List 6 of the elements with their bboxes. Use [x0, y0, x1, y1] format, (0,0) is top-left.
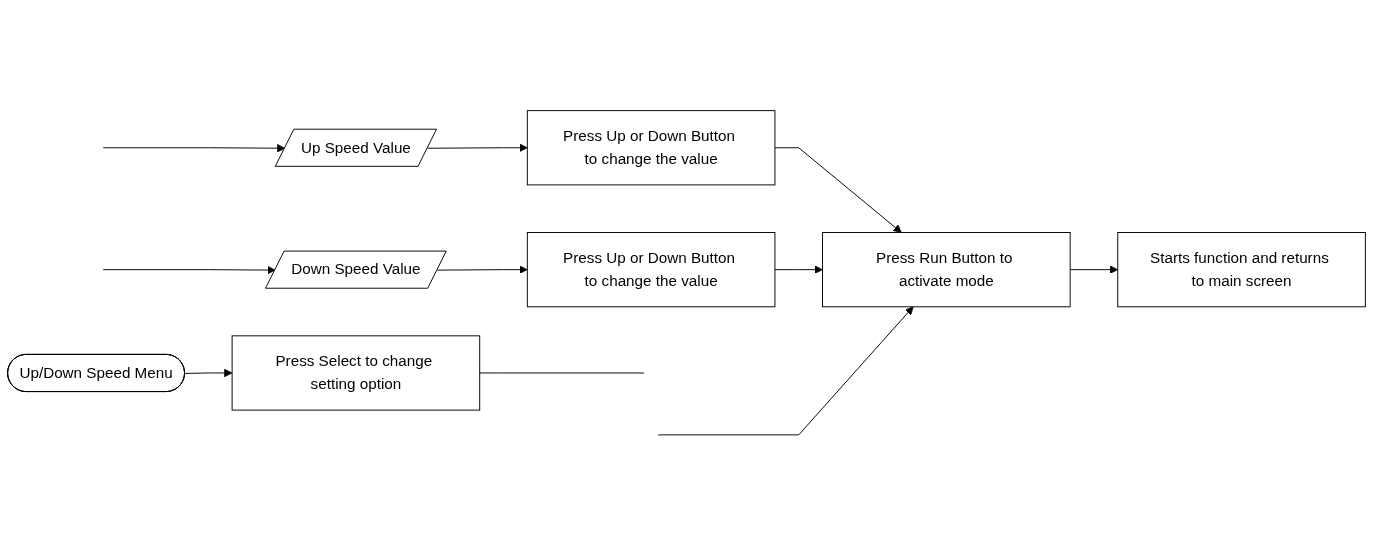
node-box: Starts function and returns to main screen	[1117, 231, 1366, 307]
node-box: Press Up or Down Button to change the value	[526, 109, 776, 186]
node-box: Press Up or Down Button to change the value	[526, 231, 776, 307]
node-box: Press Select to change setting option	[231, 335, 481, 411]
connector	[479, 372, 645, 374]
node-box: Press Run Button to activate mode	[822, 231, 1071, 307]
